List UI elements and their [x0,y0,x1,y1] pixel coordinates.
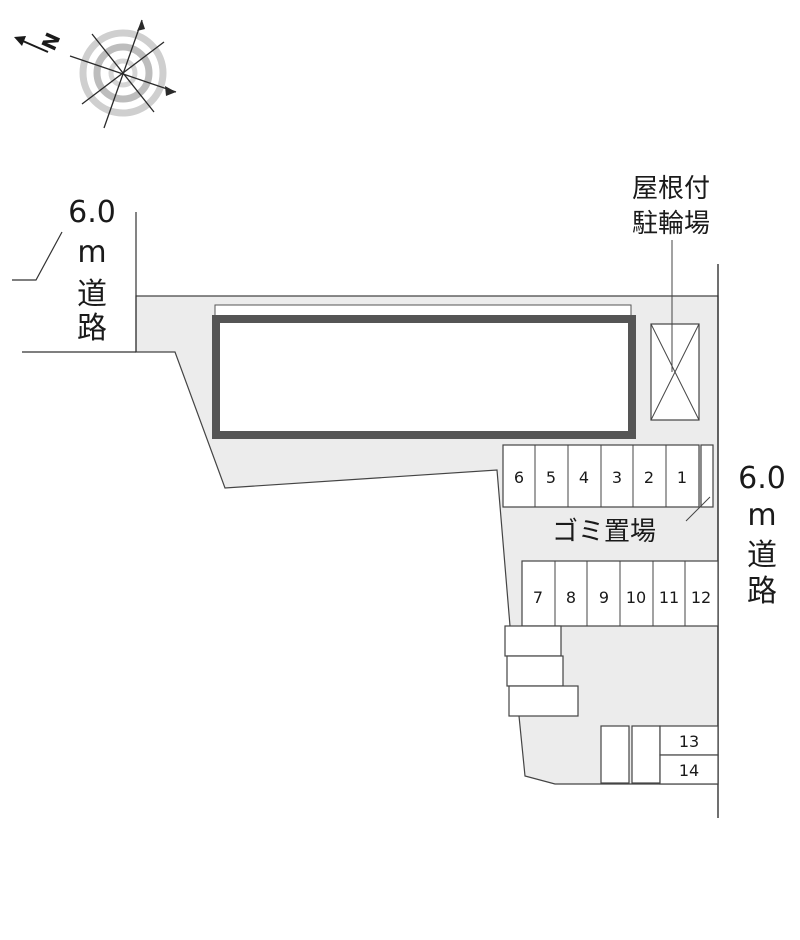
parking-space: 7 [533,588,543,607]
garbage-area [700,444,714,508]
right-road-unit: m [747,498,776,533]
parking-row-middle: 7 8 9 10 11 12 [521,560,719,627]
right-road-width: 6.0 [738,461,786,496]
parking-space: 14 [679,761,699,780]
parking-space: 1 [677,468,687,487]
bicycle-parking [650,240,700,421]
parking-space: 5 [546,468,556,487]
parking-space: 9 [599,588,609,607]
bicycle-parking-label-2: 駐輪場 [632,209,710,239]
north-label: N [37,29,66,54]
bicycle-parking-label-1: 屋根付 [632,174,710,204]
parking-space: 8 [566,588,576,607]
garbage-area-label: ゴミ置場 [552,517,656,547]
parking-space: 13 [679,732,699,751]
parking-space: 3 [612,468,622,487]
parking-space: 10 [626,588,646,607]
compass-rose-icon: N [14,19,177,129]
parking-space: 2 [644,468,654,487]
right-road-name-2: 路 [747,574,777,609]
left-road-width: 6.0 [68,195,116,230]
building [212,315,636,439]
parking-space: 11 [659,588,679,607]
left-road [12,212,137,353]
entrance-steps [504,625,579,717]
left-road-name-2: 路 [77,311,107,346]
parking-space: 12 [691,588,711,607]
left-road-unit: m [77,235,106,270]
right-road-name-1: 道 [747,538,777,573]
left-road-name-1: 道 [77,277,107,312]
parking-row-bottom: 13 14 [600,725,719,785]
parking-space: 4 [579,468,589,487]
parking-row-top: 6 5 4 3 2 1 [502,444,700,508]
parking-space: 6 [514,468,524,487]
